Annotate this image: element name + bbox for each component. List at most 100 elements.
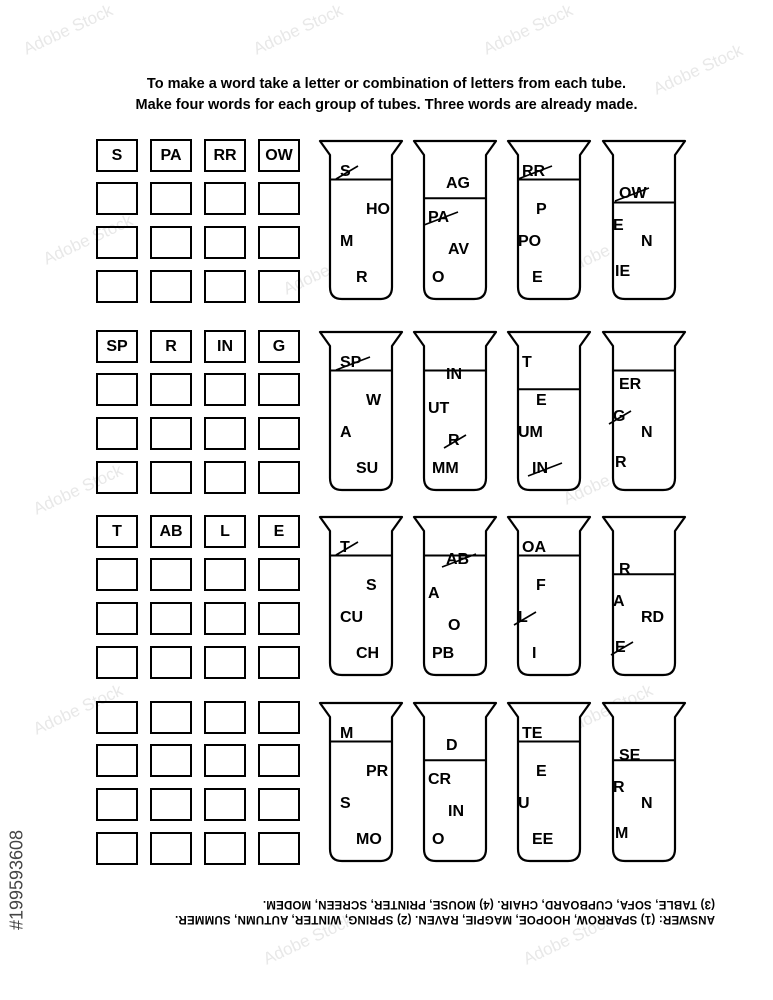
- tube-letters[interactable]: IN: [448, 803, 464, 820]
- tube-letters[interactable]: N: [641, 795, 653, 812]
- letter-box[interactable]: OW: [258, 139, 300, 172]
- letter-box[interactable]: [96, 373, 138, 406]
- tube-letters[interactable]: CR: [428, 771, 452, 788]
- letter-box[interactable]: [258, 461, 300, 494]
- tube-letters[interactable]: AV: [448, 241, 470, 258]
- tube-letters[interactable]: IN: [446, 366, 462, 383]
- letter-box[interactable]: [150, 832, 192, 865]
- letter-box[interactable]: [258, 182, 300, 215]
- tube-letters[interactable]: S: [366, 577, 377, 594]
- tube-letters[interactable]: O: [448, 617, 461, 634]
- tube-letters[interactable]: O: [432, 269, 445, 286]
- tube-letters[interactable]: U: [518, 795, 530, 812]
- letter-box[interactable]: [96, 417, 138, 450]
- letter-box[interactable]: [258, 744, 300, 777]
- letter-box[interactable]: [96, 602, 138, 635]
- letter-box[interactable]: T: [96, 515, 138, 548]
- letter-box[interactable]: [258, 373, 300, 406]
- letter-box[interactable]: [204, 270, 246, 303]
- letter-box[interactable]: [150, 701, 192, 734]
- letter-box[interactable]: [96, 182, 138, 215]
- tube-letters[interactable]: AG: [446, 175, 470, 192]
- letter-box[interactable]: [204, 182, 246, 215]
- letter-box[interactable]: [96, 832, 138, 865]
- tube-letters[interactable]: RD: [641, 609, 665, 626]
- tube-letters[interactable]: E: [536, 392, 547, 409]
- tube-letters[interactable]: F: [536, 577, 546, 594]
- letter-box[interactable]: [258, 832, 300, 865]
- tube-letters[interactable]: M: [340, 725, 354, 742]
- letter-box[interactable]: [258, 270, 300, 303]
- letter-box[interactable]: [204, 788, 246, 821]
- letter-box[interactable]: IN: [204, 330, 246, 363]
- tube-letters[interactable]: E: [615, 639, 626, 656]
- letter-box[interactable]: L: [204, 515, 246, 548]
- letter-box[interactable]: [204, 461, 246, 494]
- letter-box[interactable]: [150, 788, 192, 821]
- letter-box[interactable]: [204, 558, 246, 591]
- letter-box[interactable]: [258, 788, 300, 821]
- tube-letters[interactable]: CH: [356, 645, 380, 662]
- tube-letters[interactable]: N: [641, 424, 653, 441]
- tube-letters[interactable]: UT: [428, 400, 450, 417]
- tube-letters[interactable]: M: [615, 825, 629, 842]
- letter-box[interactable]: [96, 646, 138, 679]
- letter-box[interactable]: [258, 417, 300, 450]
- tube-letters[interactable]: OA: [522, 539, 546, 556]
- letter-box[interactable]: [96, 558, 138, 591]
- tube-letters[interactable]: N: [641, 233, 653, 250]
- tube-letters[interactable]: A: [613, 593, 625, 610]
- letter-box[interactable]: [258, 226, 300, 259]
- tube-letters[interactable]: R: [613, 779, 625, 796]
- letter-box[interactable]: E: [258, 515, 300, 548]
- letter-box[interactable]: R: [150, 330, 192, 363]
- letter-box[interactable]: G: [258, 330, 300, 363]
- letter-box[interactable]: [204, 832, 246, 865]
- tube-letters[interactable]: E: [532, 269, 543, 286]
- tube-letters[interactable]: MO: [356, 831, 382, 848]
- letter-box[interactable]: [258, 701, 300, 734]
- letter-box[interactable]: RR: [204, 139, 246, 172]
- tube-letters[interactable]: R: [619, 561, 631, 578]
- tube-letters[interactable]: A: [340, 424, 352, 441]
- letter-box[interactable]: [96, 744, 138, 777]
- tube-letters[interactable]: T: [522, 354, 532, 371]
- letter-box[interactable]: [258, 558, 300, 591]
- tube-letters[interactable]: O: [432, 831, 445, 848]
- letter-box[interactable]: [258, 602, 300, 635]
- letter-box[interactable]: [150, 182, 192, 215]
- letter-box[interactable]: [204, 417, 246, 450]
- tube-letters[interactable]: ER: [619, 376, 642, 393]
- letter-box[interactable]: AB: [150, 515, 192, 548]
- letter-box[interactable]: [204, 701, 246, 734]
- tube-letters[interactable]: PR: [366, 763, 389, 780]
- tube-letters[interactable]: L: [518, 609, 528, 626]
- tube-letters[interactable]: A: [428, 585, 440, 602]
- letter-box[interactable]: [150, 417, 192, 450]
- letter-box[interactable]: [96, 226, 138, 259]
- tube-letters[interactable]: R: [356, 269, 368, 286]
- tube-letters[interactable]: W: [366, 392, 382, 409]
- letter-box[interactable]: [150, 461, 192, 494]
- tube-letters[interactable]: G: [613, 408, 626, 425]
- tube-letters[interactable]: MM: [432, 460, 459, 477]
- tube-letters[interactable]: R: [448, 432, 460, 449]
- tube-letters[interactable]: TE: [522, 725, 543, 742]
- tube-letters[interactable]: M: [340, 233, 354, 250]
- letter-box[interactable]: [204, 602, 246, 635]
- letter-box[interactable]: SP: [96, 330, 138, 363]
- letter-box[interactable]: [150, 646, 192, 679]
- tube-letters[interactable]: HO: [366, 201, 390, 218]
- letter-box[interactable]: [204, 646, 246, 679]
- letter-box[interactable]: [258, 646, 300, 679]
- tube-letters[interactable]: I: [532, 645, 537, 662]
- tube-letters[interactable]: UM: [518, 424, 543, 441]
- letter-box[interactable]: [150, 226, 192, 259]
- letter-box[interactable]: [96, 461, 138, 494]
- tube-letters[interactable]: CU: [340, 609, 364, 626]
- tube-letters[interactable]: E: [536, 763, 547, 780]
- tube-letters[interactable]: P: [536, 201, 547, 218]
- letter-box[interactable]: [150, 744, 192, 777]
- tube-letters[interactable]: S: [340, 163, 351, 180]
- tube-letters[interactable]: PB: [432, 645, 455, 662]
